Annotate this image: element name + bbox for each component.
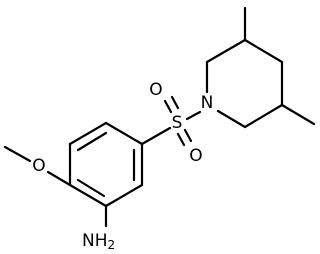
- amine-main: NH: [82, 231, 108, 251]
- amine-subscript: 2: [108, 238, 116, 252]
- aromatic-double-3: [76, 178, 106, 198]
- bond-methyl-right: [280, 103, 316, 126]
- nitrogen-label: N: [201, 93, 214, 113]
- methoxy-oxygen-label: O: [32, 156, 45, 176]
- bond-ring-5: [68, 183, 108, 208]
- aromatic-double-1: [76, 131, 108, 152]
- bond-methoxy-methyl: [3, 145, 32, 163]
- bond-ring-1: [68, 121, 108, 146]
- bond-ring-2: [104, 121, 144, 146]
- bond-ring-4: [104, 183, 144, 208]
- bond-s-o-bottom-b: [183, 128, 193, 143]
- bond-s-o-top-b: [170, 95, 180, 110]
- amine-label: NH2: [82, 231, 115, 252]
- oxygen-top-label: O: [149, 80, 162, 100]
- sulfur-label: S: [172, 113, 183, 133]
- bond-pip-3: [243, 38, 284, 64]
- bond-ring-to-sulfur: [140, 126, 172, 146]
- bond-pip-5: [243, 103, 284, 129]
- oxygen-bottom-label: O: [189, 146, 202, 166]
- bond-s-o-top-a: [163, 99, 173, 114]
- bond-ring-to-methoxy-oxygen: [46, 170, 72, 187]
- bond-s-o-bottom-a: [176, 132, 186, 147]
- bond-sulfur-to-nitrogen: [185, 110, 202, 121]
- bond-pip-6: [216, 109, 247, 129]
- bond-pip-2: [205, 38, 247, 64]
